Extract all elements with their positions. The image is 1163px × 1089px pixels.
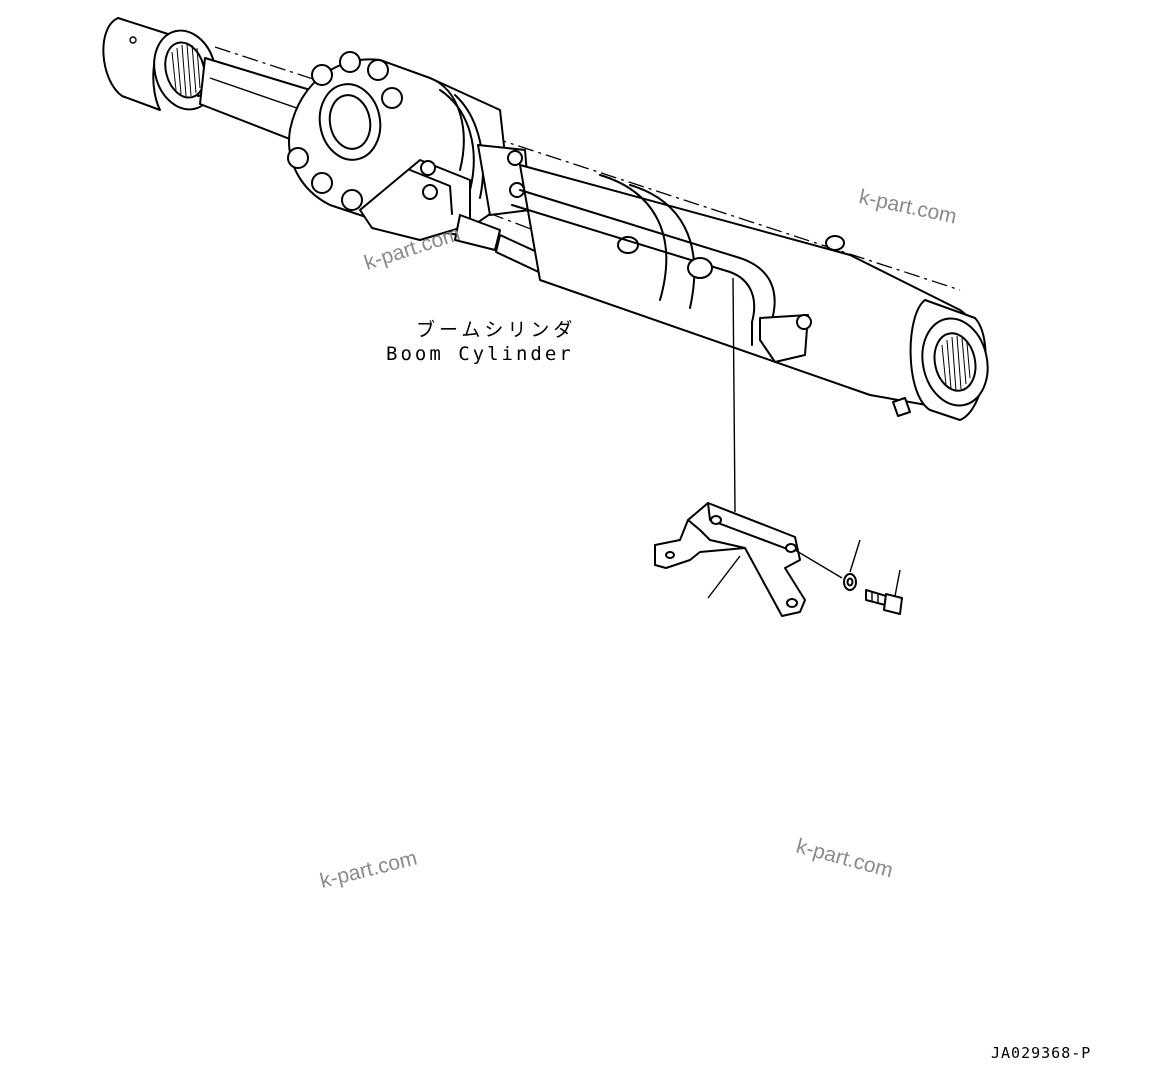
head-bolts: [287, 51, 403, 211]
drawing-code: JA029368-P: [991, 1044, 1091, 1062]
watermark-4: k-part.com: [794, 835, 896, 883]
washer: [794, 539, 861, 591]
bottom-end-eye: [892, 299, 989, 421]
cylinder-tube: [511, 164, 983, 411]
watermark-3: k-part.com: [318, 847, 420, 893]
bushing-hatch: [171, 43, 201, 97]
pipe-bracket: [654, 502, 806, 617]
part-name-en: Boom Cylinder: [386, 343, 574, 365]
leader-line-bracket: [732, 277, 736, 513]
part-name-jp: ブームシリンダ: [416, 318, 576, 341]
bottom-bushing-hatch: [941, 335, 971, 392]
bolt: [865, 569, 903, 615]
watermark-1: k-part.com: [857, 185, 959, 228]
rod-end-eye: [102, 17, 223, 111]
cylinder-head: [287, 51, 551, 276]
